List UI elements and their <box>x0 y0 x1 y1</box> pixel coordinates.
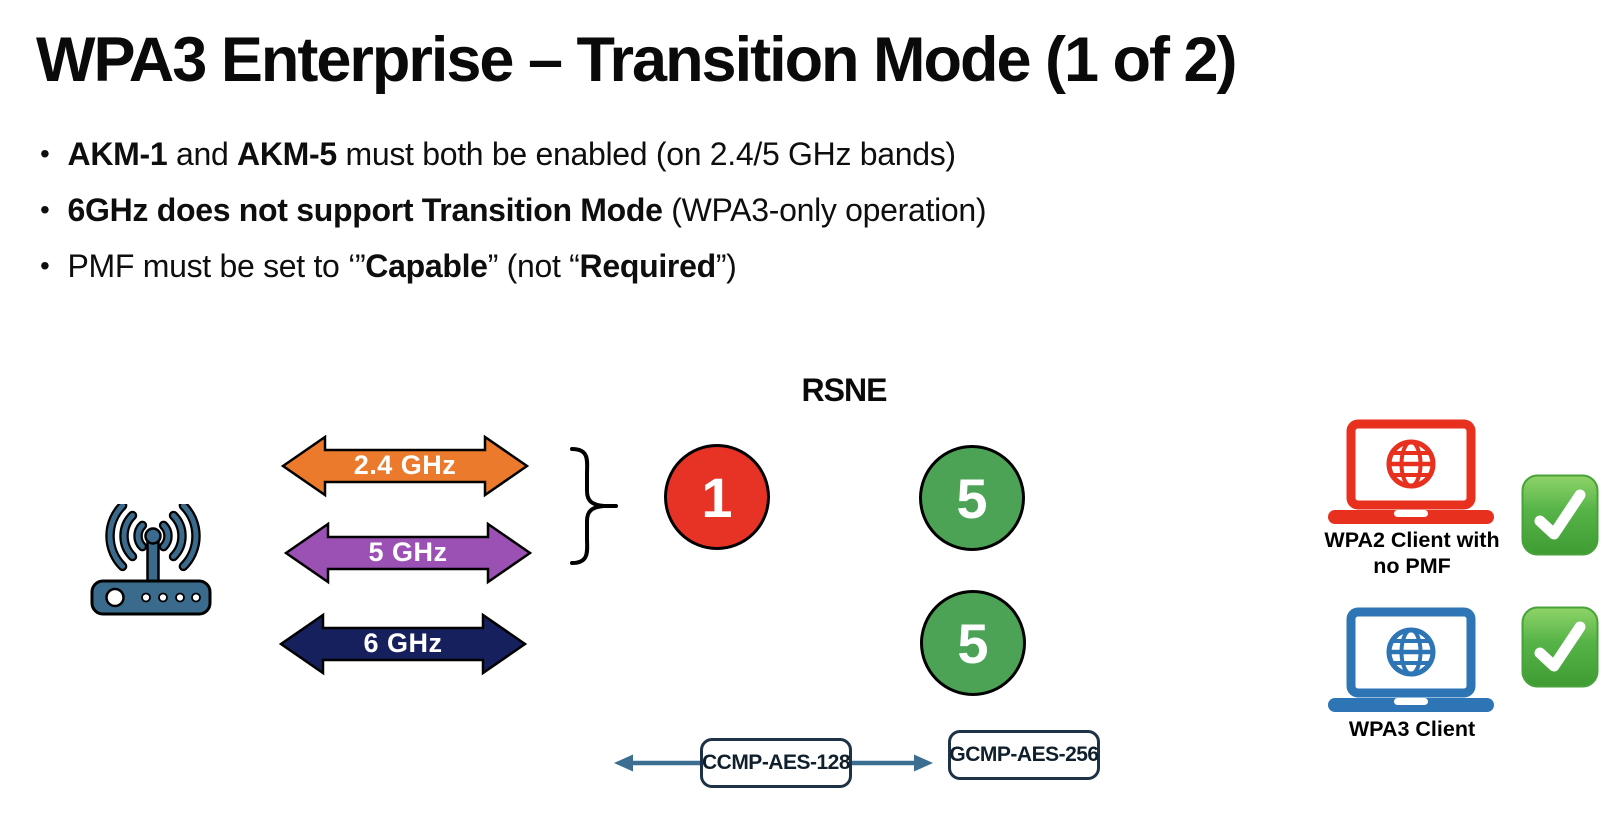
caption-line: WPA2 Client with <box>1324 528 1500 552</box>
bullet-item: 6GHz does not support Transition Mode (W… <box>40 190 987 232</box>
cipher-box-gcmp: GCMP-AES-256 <box>948 730 1100 780</box>
page-title: WPA3 Enterprise – Transition Mode (1 of … <box>36 25 1238 95</box>
wpa3-laptop-icon <box>1328 607 1494 712</box>
caption-line: WPA3 Client <box>1348 717 1476 741</box>
band-label: 2.4 GHz <box>353 449 457 480</box>
akm-circle-1: 1 <box>664 444 770 550</box>
green-check-icon <box>1521 606 1599 688</box>
akm-circle-5a: 5 <box>919 445 1025 551</box>
band-arrow-2-4ghz: 2.4 GHz <box>280 434 530 498</box>
rsne-label: RSNE <box>801 372 888 408</box>
cipher-label: CCMP-AES-128 <box>701 751 851 774</box>
bullet-item: PMF must be set to ‘”Capable” (not “Requ… <box>40 246 986 288</box>
green-check-icon <box>1521 474 1599 556</box>
client-caption: WPA2 Client with no PMF <box>1302 527 1522 579</box>
double-arrow-icon <box>283 521 533 585</box>
double-arrow-icon <box>280 434 530 498</box>
akm-value: 5 <box>956 466 988 530</box>
left-arrow-icon <box>614 754 700 772</box>
akm-value: 1 <box>701 465 733 529</box>
wpa2-laptop-icon <box>1328 419 1494 524</box>
bullet-list: AKM-1 and AKM-5 must both be enabled (on… <box>40 134 987 302</box>
bullet-item: AKM-1 and AKM-5 must both be enabled (on… <box>40 134 986 176</box>
band-arrow-5ghz: 5 GHz <box>283 521 533 585</box>
akm-value: 5 <box>957 611 989 675</box>
double-arrow-icon <box>278 612 528 676</box>
globe-icon <box>1386 439 1436 489</box>
right-arrow-icon <box>847 754 933 772</box>
cipher-label: GCMP-AES-256 <box>949 743 1099 766</box>
band-label: 5 GHz <box>368 536 448 567</box>
caption-line: no PMF <box>1373 554 1451 578</box>
band-label: 6 GHz <box>363 627 443 658</box>
wifi-router-icon <box>90 504 212 616</box>
globe-icon <box>1386 627 1436 677</box>
akm-circle-5b: 5 <box>920 590 1026 696</box>
cipher-box-ccmp: CCMP-AES-128 <box>700 738 852 788</box>
band-arrow-6ghz: 6 GHz <box>278 612 528 676</box>
client-caption: WPA3 Client <box>1302 716 1522 742</box>
curly-brace-icon <box>570 447 618 565</box>
